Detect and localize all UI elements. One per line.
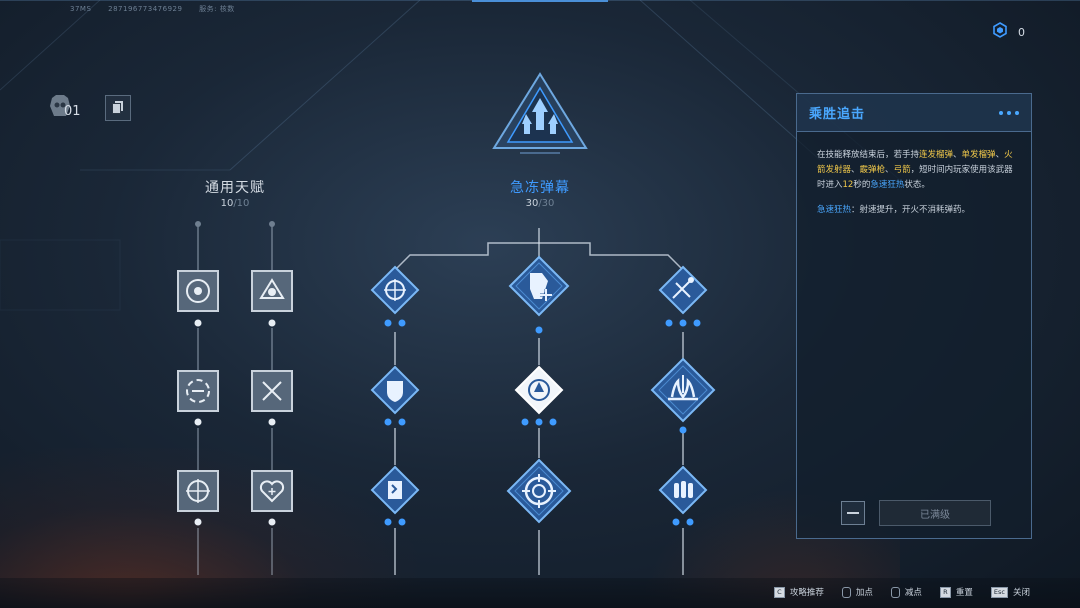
talent-node-general-6[interactable] [251, 470, 293, 516]
column-count-freeze-current: 30 [525, 198, 539, 209]
key-esc: Esc [990, 586, 1008, 598]
desc-sep: 、 [851, 165, 860, 175]
bottom-bar [0, 578, 1080, 608]
server-label: 服务: 核数 [199, 5, 235, 13]
hint-remove-point-label: 减点 [904, 588, 922, 598]
column-count-freeze: 30/30 [480, 198, 600, 209]
copy-button[interactable] [104, 95, 131, 121]
mouse-right-icon [890, 586, 900, 598]
desc-sep: 、 [953, 150, 962, 160]
debug-meta: 37MS 287196773476929 服务: 核数 [70, 4, 249, 14]
talent-node-freeze-5[interactable] [514, 365, 564, 419]
talent-node-general-4[interactable] [251, 370, 293, 416]
desc-weapon: 火箭发射器 [817, 150, 1013, 175]
panel-footer: 已满级 [841, 500, 991, 526]
hint-guide[interactable]: C 攻略推荐 [773, 586, 824, 598]
column-title-general: 通用天赋 [205, 180, 265, 196]
desc-sep: 、 [885, 165, 894, 175]
player-indicator: 01 [46, 92, 131, 124]
talent-node-general-5[interactable] [177, 470, 219, 516]
player-helmet-icon [46, 92, 74, 124]
desc-weapon: 连发榴弹 [919, 150, 954, 160]
maxed-level-button[interactable]: 已满级 [879, 500, 991, 526]
desc-weapon: 霰弹枪 [859, 165, 886, 175]
desc-status: 急速狂热 [870, 180, 905, 190]
desc-text: 在技能释放结束后，若手持 [817, 150, 920, 160]
talent-node-freeze-3[interactable] [658, 265, 708, 319]
minus-icon [847, 512, 859, 514]
hint-reset[interactable]: R 重置 [939, 586, 973, 598]
desc-status: 急速狂热 [817, 205, 852, 215]
talent-node-general-1[interactable] [177, 270, 219, 316]
more-options-icon[interactable] [999, 110, 1019, 115]
panel-description-main: 在技能释放结束后，若手持连发榴弹、单发榴弹、火箭发射器、霰弹枪、弓箭，短时间内玩… [817, 148, 1019, 193]
desc-weapon: 单发榴弹 [961, 150, 996, 160]
specialization-emblem [490, 70, 590, 166]
hex-token-icon [992, 22, 1008, 42]
hint-add-point[interactable]: 加点 [841, 586, 873, 598]
hint-reset-label: 重置 [955, 588, 973, 598]
key-r: R [939, 586, 951, 598]
panel-header: 乘胜追击 [797, 94, 1031, 132]
talent-node-freeze-9[interactable] [658, 465, 708, 519]
desc-text: ，短时间内玩家使用该武器时进入 [817, 165, 1013, 190]
hint-close[interactable]: Esc 关闭 [990, 586, 1030, 598]
column-count-general-current: 10 [220, 198, 234, 209]
talent-node-freeze-4[interactable] [370, 365, 420, 419]
player-count: 01 [64, 103, 81, 119]
talent-node-freeze-8[interactable] [506, 458, 572, 528]
desc-weapon: 弓箭 [893, 165, 911, 175]
hint-guide-label: 攻略推荐 [789, 588, 824, 598]
desc-text: ：射速提升，开火不消耗弹药。 [851, 205, 971, 215]
desc-duration: 12 [842, 180, 854, 190]
hint-remove-point[interactable]: 减点 [890, 586, 922, 598]
currency-value: 0 [1018, 25, 1025, 39]
column-count-freeze-max: /30 [538, 198, 555, 209]
talent-node-freeze-6[interactable] [650, 357, 716, 427]
copy-icon [111, 99, 125, 118]
remove-point-button[interactable] [841, 501, 865, 525]
column-count-general: 10/10 [175, 198, 295, 209]
column-title-freeze: 急冻弹幕 [510, 180, 570, 196]
talent-node-general-2[interactable] [251, 270, 293, 316]
desc-text: 状态。 [904, 180, 930, 190]
panel-title: 乘胜追击 [809, 107, 866, 122]
desc-text: 秒的 [853, 180, 871, 190]
talent-node-general-3[interactable] [177, 370, 219, 416]
fps-readout: 37MS [70, 5, 92, 13]
top-accent-bar [472, 0, 608, 2]
hint-add-point-label: 加点 [855, 588, 873, 598]
talent-node-freeze-1[interactable] [370, 265, 420, 319]
talent-node-freeze-2[interactable] [508, 255, 570, 321]
column-count-general-max: /10 [233, 198, 250, 209]
desc-sep: 、 [995, 150, 1005, 160]
key-c: C [773, 586, 785, 598]
panel-description-status: 急速狂热：射速提升，开火不消耗弹药。 [817, 203, 1019, 218]
currency-display: 0 [992, 22, 1025, 42]
panel-description: 在技能释放结束后，若手持连发榴弹、单发榴弹、火箭发射器、霰弹枪、弓箭，短时间内玩… [797, 132, 1031, 218]
hint-close-label: 关闭 [1012, 588, 1030, 598]
talent-node-freeze-7[interactable] [370, 465, 420, 519]
mouse-left-icon [841, 586, 851, 598]
talent-detail-panel: 乘胜追击 在技能释放结束后，若手持连发榴弹、单发榴弹、火箭发射器、霰弹枪、弓箭，… [796, 93, 1032, 539]
key-hints: C 攻略推荐 加点 减点 R 重置 Esc 关闭 [773, 586, 1030, 598]
player-id: 287196773476929 [108, 5, 183, 13]
